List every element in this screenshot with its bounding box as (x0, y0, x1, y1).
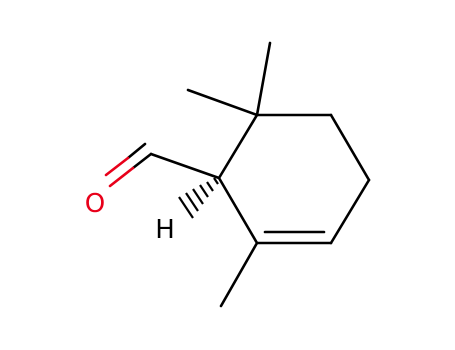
hydrogen-atom-label: H (155, 215, 175, 245)
bond-c6-methyl-top (255, 41, 272, 117)
bond-c2-methyl (219, 241, 259, 308)
bond-cho-o-red-2 (104, 156, 130, 177)
bond-cho-o-black-2 (126, 142, 147, 160)
bond-cho-o-black-1 (131, 152, 153, 170)
bond-c1-c6 (217, 113, 259, 180)
bond-c6-methyl-left (186, 88, 259, 117)
bond-c2-c1 (217, 176, 259, 245)
bond-c1-cho (149, 152, 221, 180)
bond-c4-c3 (329, 178, 371, 245)
bond-c5-c4 (329, 113, 371, 182)
bond-cho-o-red-1 (108, 166, 135, 188)
oxygen-atom-label: O (85, 189, 105, 219)
hashed-wedge-bond-c1-h (178, 177, 219, 219)
